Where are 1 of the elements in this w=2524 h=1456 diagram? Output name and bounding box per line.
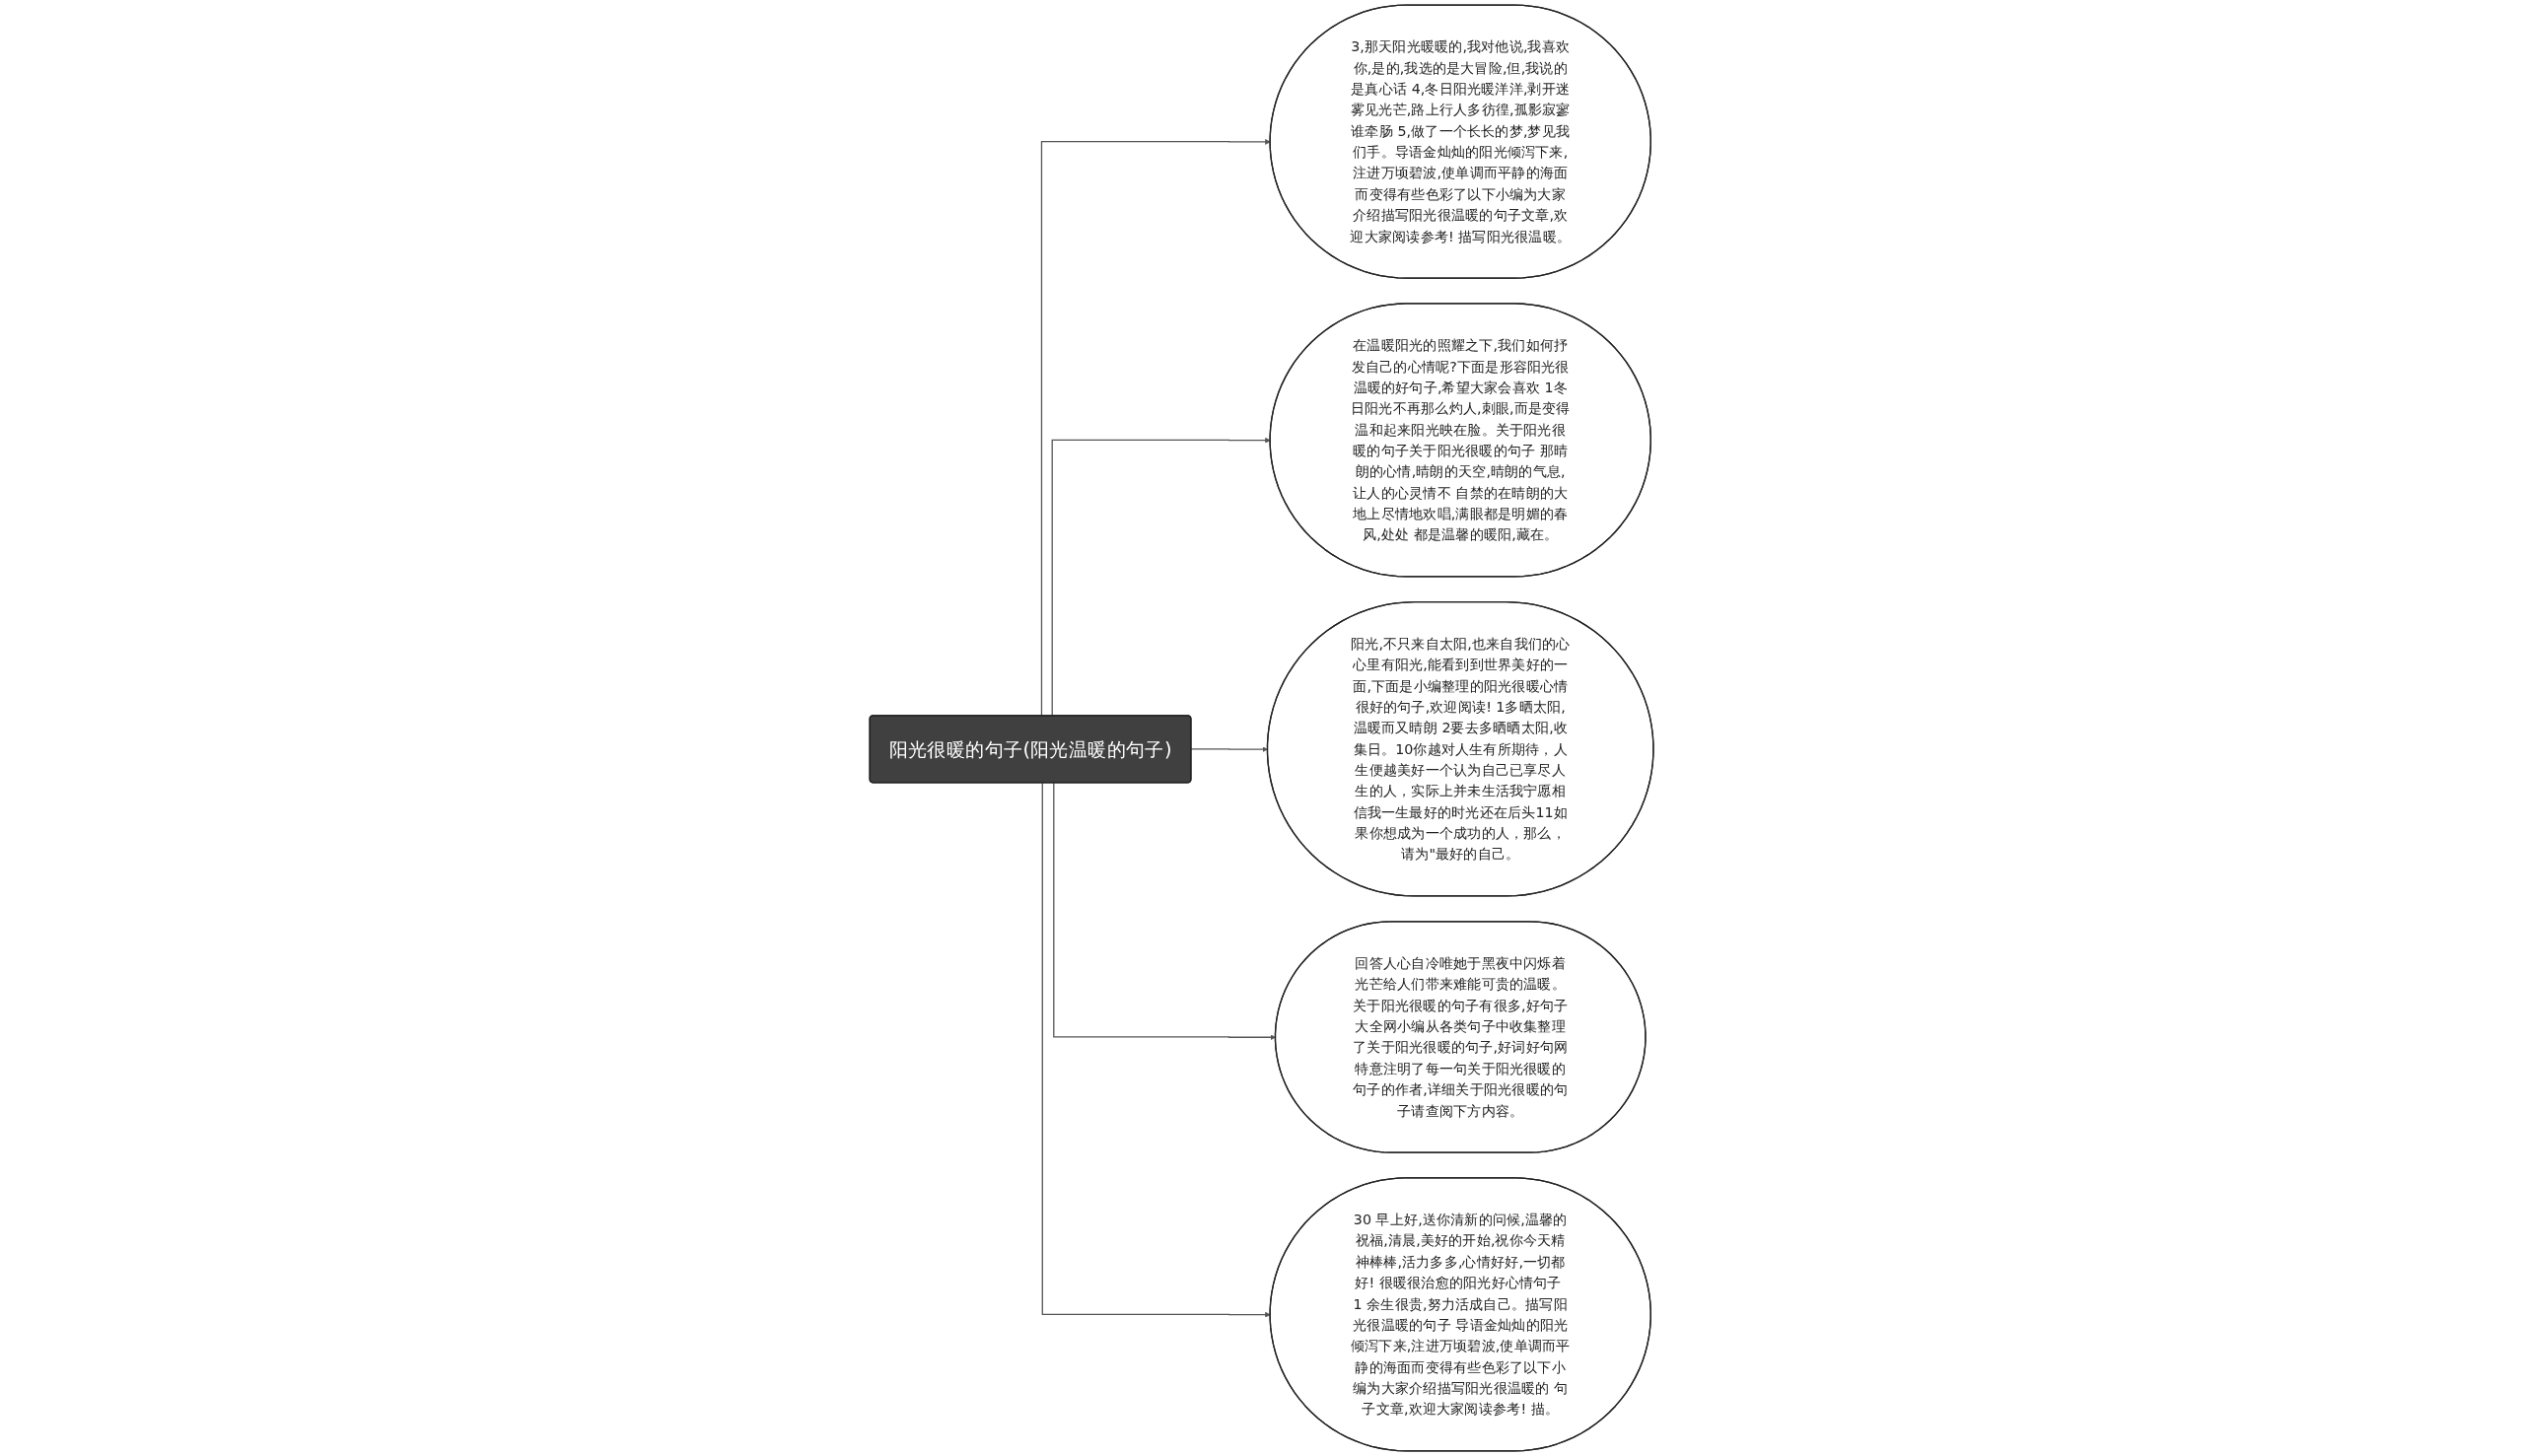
diagram: 阳光很暖的句子(阳光温暖的句子) 3,那天阳光暖暖的,我对他说,我喜欢你,是的,我选的是大冒险,但,我说的是真心话 4,冬日阳光暖洋洋,剥开迷雾见光芒,路上行人多彷徨,孤影寂寥谁牵肠 5,做了一个长长的梦,梦见我们手。导语金灿灿的阳光倾泻下来,注进万顷碧波,使单调而平静的海面而变得有些色彩了以下小编为大家介绍描写阳光很温暖的句子文章,欢迎大家阅读参考! 描写阳光很温暖。 在温暖阳光的照耀之下,我们如何抒发自己的心情呢?下面是形容阳光很温暖的好句子,希望大家会喜欢 1冬日阳光不再那么灼人,刺眼,而是变得温和起来阳光映在脸。关于阳光很暖的句子关于阳光很暖的句子 那晴朗的心情,晴朗的天空,晴朗的气息,让人的心灵情不 自禁的在晴朗的大地上尽情地欢唱,满眼都是明媚的春风,处处 都是温馨的暖阳,藏在。 阳光,不只来自太阳,也来自我们的心心里有阳光,能看到到世界美好的一面,下面是小编整理的阳光很暖心情很好的句子,欢迎阅读! 1多晒太阳,温暖而又晴朗 2要去多晒晒太阳,收集日。10你越对人生有所期待，人生便越美好一个认为自己已享尽人生的人，实际上并未生活我宁愿相信我一生最好的时光还在后头11如果你想成为一个成功的人，那么，请为"最好的自己。 回答人心自冷唯她于黑夜中闪烁着光芒给人们带来难能可贵的温暖。关于阳光很暖的句子有很多,好句子大全网小编从各类句子中收集整理了关于阳光很暖的句子,好词好句网特意注明了每一句关于阳光很暖的句子的作者,详细关于阳光很暖的句子请查阅下方内容。 30 早上好,送你清新的问候,温馨的祝福,清晨,美好的开始,祝你今天精神棒棒,活力多多,心情好好,一切都好! 很暖很治愈的阳光好心情句子 1 余生很贵,努力活成自己。描写阳光很温暖的句子 导语金灿灿的阳光倾泻下来,注进万顷碧波,使单调而平静的海面而变得有些色彩了以下小编为大家介绍描写阳光很温暖的 句子文章,欢迎大家阅读参考! 描。 <box>0 0 2524 1456</box>
